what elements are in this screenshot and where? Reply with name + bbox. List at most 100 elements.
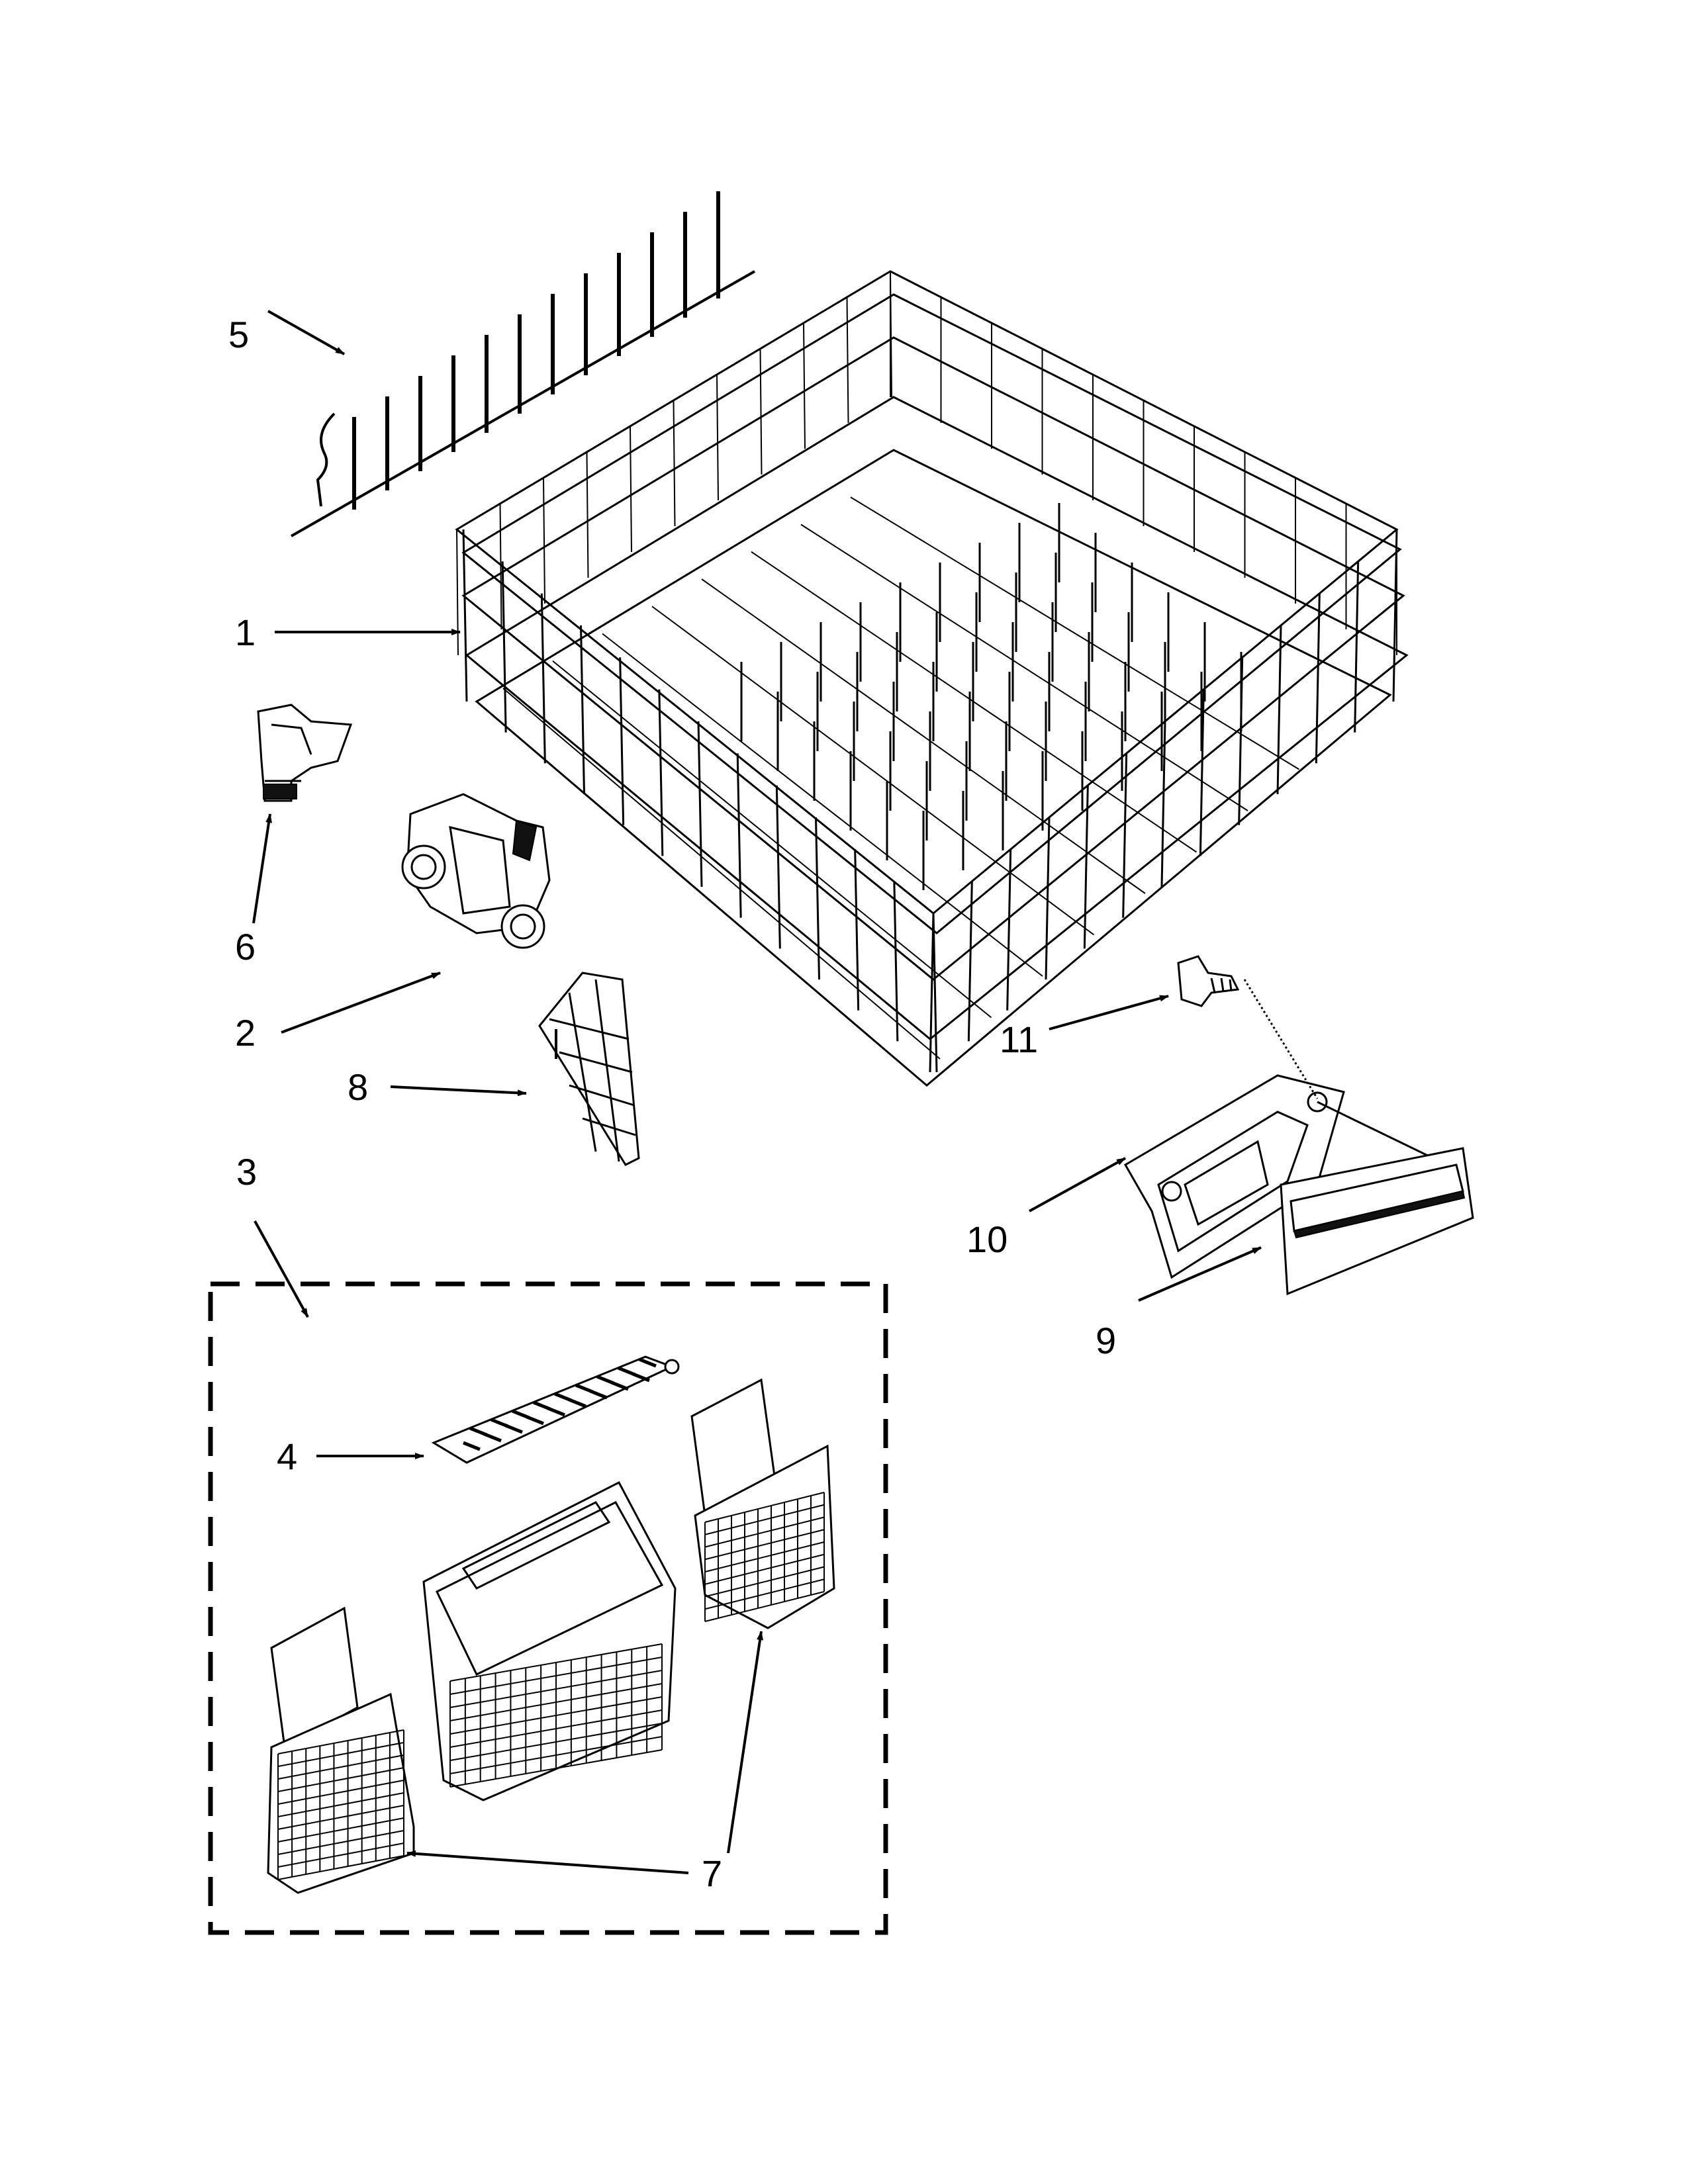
callout-7: 7 bbox=[702, 1852, 722, 1894]
callout-8: 8 bbox=[348, 1066, 368, 1108]
dish-rack-part bbox=[455, 270, 1409, 1087]
line-art-stroke bbox=[449, 1657, 663, 1695]
line-art-stroke bbox=[611, 1381, 629, 1391]
line-art-stroke bbox=[277, 1855, 404, 1880]
line-art-stroke bbox=[704, 1504, 825, 1535]
callout-4: 4 bbox=[277, 1435, 297, 1477]
line-art-stroke bbox=[449, 1749, 663, 1788]
line-art-stroke bbox=[1276, 625, 1282, 795]
line-art-stroke bbox=[569, 1398, 586, 1408]
line-art-stroke bbox=[704, 1492, 825, 1523]
line-art-stroke bbox=[462, 529, 468, 702]
line-art-stroke bbox=[800, 523, 1248, 811]
line-art-stroke bbox=[854, 849, 860, 1011]
line-art-stroke bbox=[704, 1591, 825, 1622]
tine-row-part bbox=[291, 191, 755, 537]
line-art-stroke bbox=[596, 1375, 614, 1385]
line-art-stroke bbox=[602, 633, 1043, 977]
line-art-stroke bbox=[893, 881, 899, 1042]
line-art-stroke bbox=[803, 322, 806, 449]
line-art-stroke bbox=[586, 451, 589, 578]
callout-6: 6 bbox=[235, 926, 256, 968]
line-art-stroke bbox=[1199, 689, 1205, 856]
line-art-stroke bbox=[618, 1366, 635, 1377]
callout-10: 10 bbox=[966, 1218, 1008, 1260]
line-art-stroke bbox=[449, 1696, 663, 1735]
line-art-stroke bbox=[580, 625, 585, 795]
line-art-stroke bbox=[543, 477, 545, 604]
wedge-basket-part bbox=[538, 972, 640, 1166]
line-art-stroke bbox=[1083, 785, 1089, 949]
screw-part bbox=[1177, 955, 1240, 1007]
line-art-stroke bbox=[651, 606, 1095, 936]
line-art-stroke bbox=[751, 551, 1197, 853]
line-art-stroke bbox=[449, 1736, 663, 1774]
leader-lines bbox=[252, 310, 1262, 1874]
line-art-stroke bbox=[1315, 593, 1321, 764]
callout-2: 2 bbox=[235, 1012, 256, 1054]
line-art-stroke bbox=[449, 1723, 663, 1761]
line-art-stroke bbox=[1122, 753, 1128, 918]
center-basket-part bbox=[422, 1480, 677, 1801]
line-art-stroke bbox=[547, 1406, 565, 1417]
line-art-stroke bbox=[449, 1683, 663, 1721]
line-art-stroke bbox=[499, 503, 502, 630]
basket-lid-part bbox=[431, 1355, 680, 1464]
left-small-basket-part bbox=[267, 1606, 415, 1894]
line-art-stroke bbox=[277, 1742, 404, 1767]
line-art-stroke bbox=[449, 1670, 663, 1708]
line-art-stroke bbox=[673, 400, 676, 527]
right-small-basket-part bbox=[690, 1378, 835, 1629]
line-art-stroke bbox=[277, 1754, 404, 1780]
line-art-stroke bbox=[716, 374, 719, 501]
line-art-stroke bbox=[277, 1767, 404, 1792]
line-art-stroke bbox=[505, 1424, 523, 1434]
line-art-stroke bbox=[704, 1566, 825, 1598]
kit-box bbox=[208, 1281, 888, 1935]
handle-panel-part bbox=[1280, 1147, 1474, 1296]
line-art-stroke bbox=[815, 817, 820, 980]
line-art-stroke bbox=[277, 1830, 404, 1855]
line-art-stroke bbox=[277, 1817, 404, 1843]
line-art-stroke bbox=[449, 1643, 663, 1682]
line-art-stroke bbox=[491, 1418, 508, 1428]
line-art-stroke bbox=[929, 913, 935, 1073]
line-art-stroke bbox=[502, 688, 941, 1060]
line-art-stroke bbox=[619, 657, 625, 825]
line-art-stroke bbox=[658, 689, 664, 856]
line-art-stroke bbox=[967, 881, 973, 1042]
callout-11: 11 bbox=[1000, 1019, 1038, 1060]
line-art-stroke bbox=[449, 1709, 663, 1748]
wheel-assembly-part bbox=[401, 793, 551, 949]
line-art-stroke bbox=[1160, 721, 1166, 887]
line-art-stroke bbox=[590, 1389, 608, 1400]
line-art-stroke bbox=[469, 1426, 487, 1437]
line-art-stroke bbox=[630, 426, 632, 553]
line-art-stroke bbox=[775, 785, 781, 949]
callout-9: 9 bbox=[1096, 1320, 1116, 1361]
line-art-stroke bbox=[850, 496, 1300, 770]
line-art-stroke bbox=[704, 1553, 825, 1585]
line-art-stroke bbox=[704, 1541, 825, 1572]
line-art-stroke bbox=[704, 1578, 825, 1610]
line-art-stroke bbox=[484, 1432, 502, 1443]
line-art-stroke bbox=[456, 529, 459, 656]
line-art-stroke bbox=[277, 1792, 404, 1817]
line-art-stroke bbox=[277, 1843, 404, 1868]
line-art-stroke bbox=[846, 296, 849, 424]
line-art-stroke bbox=[701, 578, 1146, 894]
line-art-stroke bbox=[512, 1409, 530, 1420]
line-art-stroke bbox=[277, 1805, 404, 1830]
line-art-stroke bbox=[277, 1729, 404, 1754]
line-art-stroke bbox=[736, 753, 742, 918]
line-art-stroke bbox=[639, 1357, 657, 1368]
line-art-stroke bbox=[501, 561, 507, 733]
line-art-stroke bbox=[1045, 817, 1051, 980]
line-art-stroke bbox=[1354, 561, 1360, 733]
line-art-stroke bbox=[575, 1383, 593, 1394]
line-art-stroke bbox=[533, 1400, 551, 1411]
line-art-stroke bbox=[932, 913, 938, 1073]
line-art-stroke bbox=[704, 1516, 825, 1548]
line-art-stroke bbox=[554, 1392, 572, 1402]
